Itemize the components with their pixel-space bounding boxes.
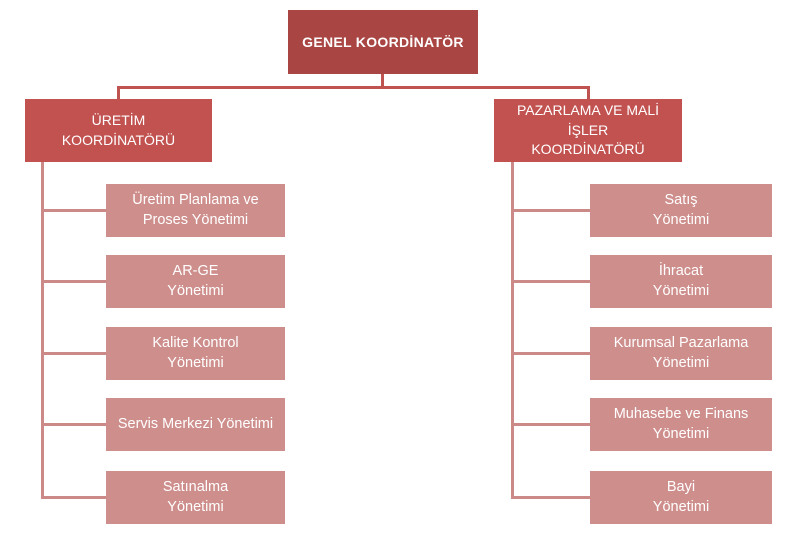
- org-node-genel-koordinator: GENEL KOORDİNATÖR: [288, 10, 478, 74]
- org-node-servis-merkezi: Servis Merkezi Yönetimi: [106, 398, 285, 451]
- connector-stub-right-5: [511, 496, 590, 499]
- connector-trunk-right: [511, 162, 514, 499]
- connector-trunk-left: [41, 162, 44, 499]
- connector-root-riser: [381, 74, 384, 86]
- org-node-ihracat: İhracat Yönetimi: [590, 255, 772, 308]
- org-node-muhasebe-finans: Muhasebe ve Finans Yönetimi: [590, 398, 772, 451]
- org-node-uretim-koordinatoru: ÜRETİM KOORDİNATÖRÜ: [25, 99, 212, 162]
- connector-stub-left-4: [41, 423, 106, 426]
- connector-drop-right: [587, 86, 590, 99]
- org-node-kurumsal-pazarlama: Kurumsal Pazarlama Yönetimi: [590, 327, 772, 380]
- connector-stub-right-4: [511, 423, 590, 426]
- connector-stub-right-1: [511, 209, 590, 212]
- connector-drop-left: [117, 86, 120, 99]
- org-node-satinalma: Satınalma Yönetimi: [106, 471, 285, 524]
- org-node-bayi: Bayi Yönetimi: [590, 471, 772, 524]
- org-node-kalite-kontrol: Kalite Kontrol Yönetimi: [106, 327, 285, 380]
- connector-stub-right-3: [511, 352, 590, 355]
- org-node-uretim-planlama: Üretim Planlama ve Proses Yönetimi: [106, 184, 285, 237]
- org-node-ar-ge: AR-GE Yönetimi: [106, 255, 285, 308]
- org-node-satis: Satış Yönetimi: [590, 184, 772, 237]
- connector-top-horizontal: [117, 86, 590, 89]
- connector-stub-left-2: [41, 280, 106, 283]
- connector-stub-right-2: [511, 280, 590, 283]
- connector-stub-left-5: [41, 496, 106, 499]
- connector-stub-left-1: [41, 209, 106, 212]
- org-node-pazarlama-koordinatoru: PAZARLAMA VE MALİ İŞLER KOORDİNATÖRÜ: [494, 99, 682, 162]
- connector-stub-left-3: [41, 352, 106, 355]
